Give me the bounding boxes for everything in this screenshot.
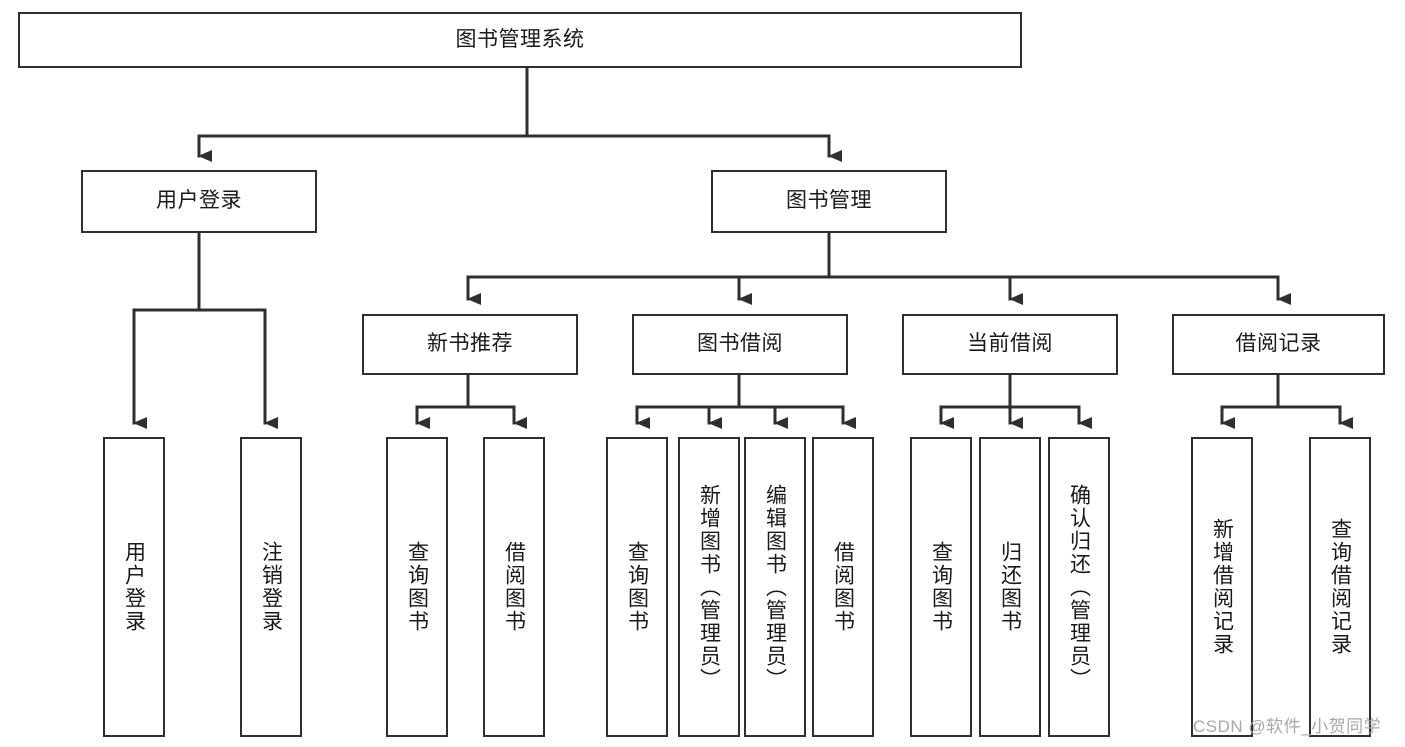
node-leaf-add-book[interactable]: 新增图书（管理员） (678, 437, 740, 737)
node-leaf-query-book-3-label: 查询图书 (929, 541, 953, 633)
node-leaf-user-login[interactable]: 用户登录 (103, 437, 165, 737)
node-leaf-return-book-label: 归还图书 (998, 541, 1022, 633)
node-leaf-query-book-1[interactable]: 查询图书 (386, 437, 448, 737)
node-leaf-borrow-book-1[interactable]: 借阅图书 (483, 437, 545, 737)
node-leaf-borrow-book-2-label: 借阅图书 (831, 541, 855, 633)
node-new-book-recommend[interactable]: 新书推荐 (362, 314, 578, 375)
node-leaf-query-book-1-label: 查询图书 (405, 541, 429, 633)
node-leaf-query-book-2[interactable]: 查询图书 (606, 437, 668, 737)
node-leaf-edit-book-label: 编辑图书（管理员） (763, 483, 787, 691)
node-leaf-query-book-2-label: 查询图书 (625, 541, 649, 633)
node-leaf-logout-login-label: 注销登录 (259, 541, 283, 633)
node-book-borrow-label: 图书借阅 (697, 332, 783, 356)
node-leaf-confirm-return[interactable]: 确认归还（管理员） (1048, 437, 1110, 737)
node-leaf-add-record[interactable]: 新增借阅记录 (1191, 437, 1253, 737)
node-new-book-recommend-label: 新书推荐 (427, 332, 513, 356)
node-user-login-label: 用户登录 (156, 189, 242, 213)
node-borrow-record[interactable]: 借阅记录 (1172, 314, 1385, 375)
node-leaf-query-record-label: 查询借阅记录 (1328, 518, 1352, 656)
node-current-borrow[interactable]: 当前借阅 (902, 314, 1118, 375)
node-book-management[interactable]: 图书管理 (711, 170, 947, 233)
node-leaf-logout-login[interactable]: 注销登录 (240, 437, 302, 737)
node-book-management-label: 图书管理 (786, 189, 872, 213)
node-borrow-record-label: 借阅记录 (1235, 332, 1322, 356)
node-leaf-user-login-label: 用户登录 (122, 541, 146, 633)
node-leaf-add-book-label: 新增图书（管理员） (697, 483, 721, 691)
node-user-login[interactable]: 用户登录 (81, 170, 317, 233)
node-current-borrow-label: 当前借阅 (967, 332, 1053, 356)
node-leaf-add-record-label: 新增借阅记录 (1210, 518, 1234, 656)
node-leaf-query-book-3[interactable]: 查询图书 (910, 437, 972, 737)
node-root-system-label: 图书管理系统 (455, 27, 585, 51)
node-leaf-query-record[interactable]: 查询借阅记录 (1309, 437, 1371, 737)
node-leaf-edit-book[interactable]: 编辑图书（管理员） (744, 437, 806, 737)
node-leaf-borrow-book-2[interactable]: 借阅图书 (812, 437, 874, 737)
node-root-system[interactable]: 图书管理系统 (18, 12, 1022, 68)
node-leaf-return-book[interactable]: 归还图书 (979, 437, 1041, 737)
node-leaf-confirm-return-label: 确认归还（管理员） (1067, 483, 1091, 691)
node-leaf-borrow-book-1-label: 借阅图书 (502, 541, 526, 633)
node-book-borrow[interactable]: 图书借阅 (632, 314, 848, 375)
